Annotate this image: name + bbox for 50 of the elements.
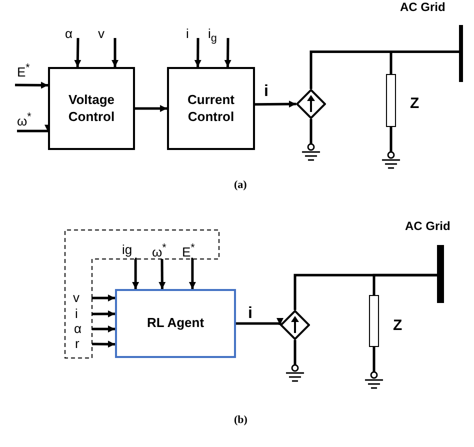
arrow [158, 259, 166, 289]
grid-label: AC Grid [405, 220, 450, 232]
block-box [48, 67, 135, 150]
arrow [255, 100, 296, 108]
edge-label: ig [122, 243, 132, 256]
arrow [194, 38, 202, 67]
grid-bus-bar [459, 25, 463, 82]
block-box [167, 67, 255, 150]
impedance-symbol [386, 74, 396, 127]
current-source-symbol [296, 89, 326, 119]
wire [390, 50, 459, 74]
edge-label: v [98, 27, 104, 40]
edge-label: i [186, 27, 189, 40]
arrow [92, 310, 115, 318]
impedance-label: Z [410, 96, 420, 111]
arrow [224, 38, 232, 68]
current-source-symbol [280, 310, 310, 340]
arrow [92, 340, 115, 348]
grid-bus-bar [437, 245, 444, 303]
edge-label: i$_{g}$ [208, 27, 217, 44]
arrow [188, 258, 196, 289]
panel-caption: (b) [234, 415, 248, 426]
arrow [132, 258, 140, 289]
grid-label: AC Grid [400, 1, 446, 13]
arrow [15, 82, 48, 89]
arrow [112, 38, 118, 67]
edge-label: i [75, 307, 78, 320]
block-title: Current Control [186, 92, 236, 126]
edge-label: i [248, 306, 252, 322]
panel-caption: (a) [234, 180, 247, 191]
edge-label: E$^{*}$ [182, 243, 195, 258]
arrow [92, 294, 115, 302]
edge-label: v [73, 291, 80, 304]
block-title: Voltage Control [67, 92, 116, 126]
arrow [135, 105, 167, 112]
block-title: RL Agent [146, 315, 204, 332]
edge-label: α [65, 27, 73, 40]
impedance-label: Z [393, 318, 402, 333]
edge-label: E$^{*}$ [17, 63, 30, 78]
block-box [115, 289, 236, 358]
arrow [92, 326, 115, 333]
edge-label: ω$^{*}$ [152, 243, 166, 258]
edge-label: i [264, 84, 268, 100]
edge-label: ω$^{*}$ [17, 112, 32, 128]
impedance-symbol [369, 295, 379, 347]
arrow [236, 318, 284, 325]
wire [372, 274, 437, 295]
edge-label: r [75, 337, 80, 350]
edge-label: α [74, 322, 82, 335]
arrow [74, 38, 82, 68]
